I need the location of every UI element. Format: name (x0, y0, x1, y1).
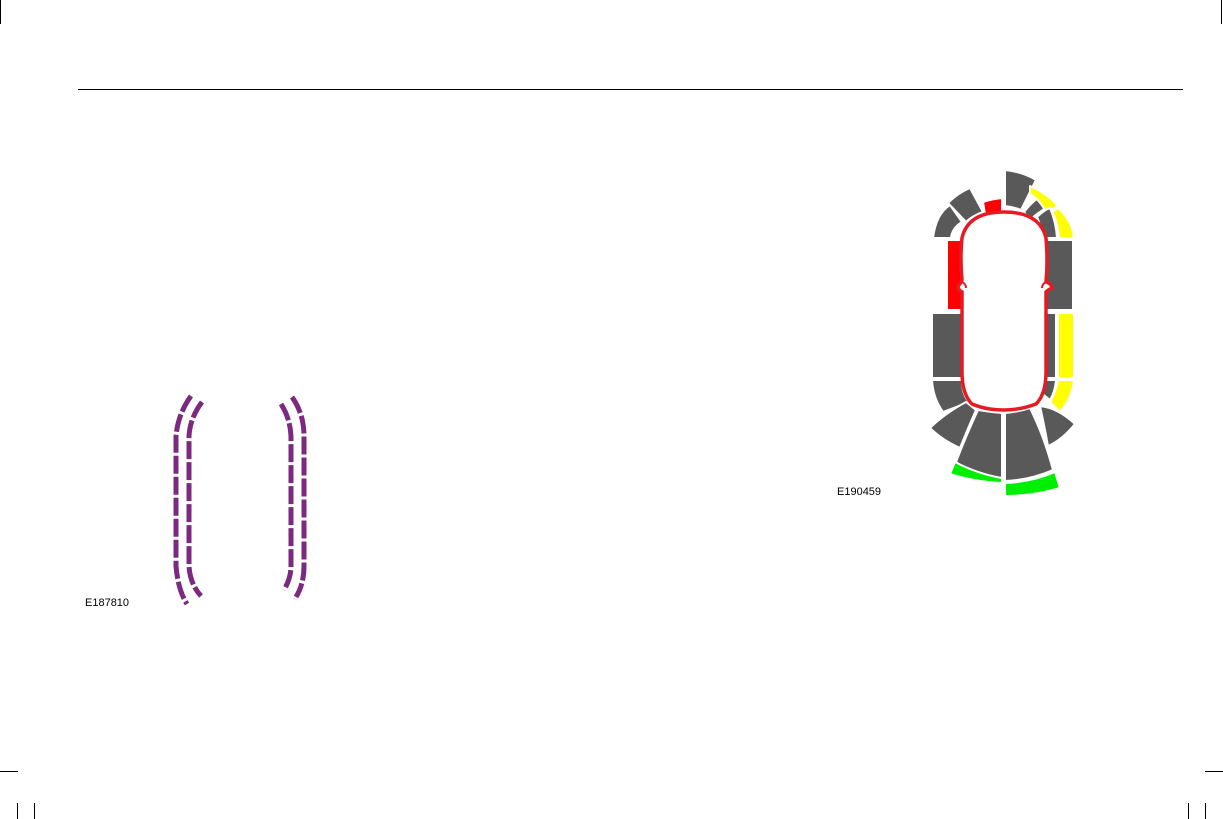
sensor-zone-right-rear-side-outer (1058, 313, 1074, 378)
guide-line-left-inner (189, 402, 202, 596)
crop-mark-bottom-right-v2 (1205, 803, 1206, 819)
crop-mark-top-left-h (0, 0, 1, 1)
crop-mark-top-left (0, 0, 1, 24)
figure-label-e187810: E187810 (85, 597, 129, 609)
crop-mark-bottom-right-v1 (1188, 803, 1189, 819)
dashed-guide-lines-icon (165, 390, 315, 610)
vehicle-outline (958, 212, 1052, 410)
crop-mark-bottom-left-h (0, 771, 18, 772)
crop-mark-bottom-left-v1 (17, 803, 18, 819)
sensor-zone-rear-right-outer (1040, 406, 1075, 446)
guide-line-right-outer (292, 397, 304, 597)
sensor-zone-left-rear-side (932, 313, 962, 378)
crop-mark-bottom-left-v2 (34, 803, 35, 819)
parking-sensor-zones-icon (920, 165, 1090, 505)
guide-line-right-inner (281, 404, 291, 590)
sensor-zone-right-front-side (1045, 240, 1073, 310)
header-rule (78, 89, 1183, 90)
figure-label-e190459: E190459 (837, 486, 881, 498)
crop-mark-top-right (1221, 0, 1222, 24)
crop-mark-bottom-right-h (1205, 771, 1223, 772)
